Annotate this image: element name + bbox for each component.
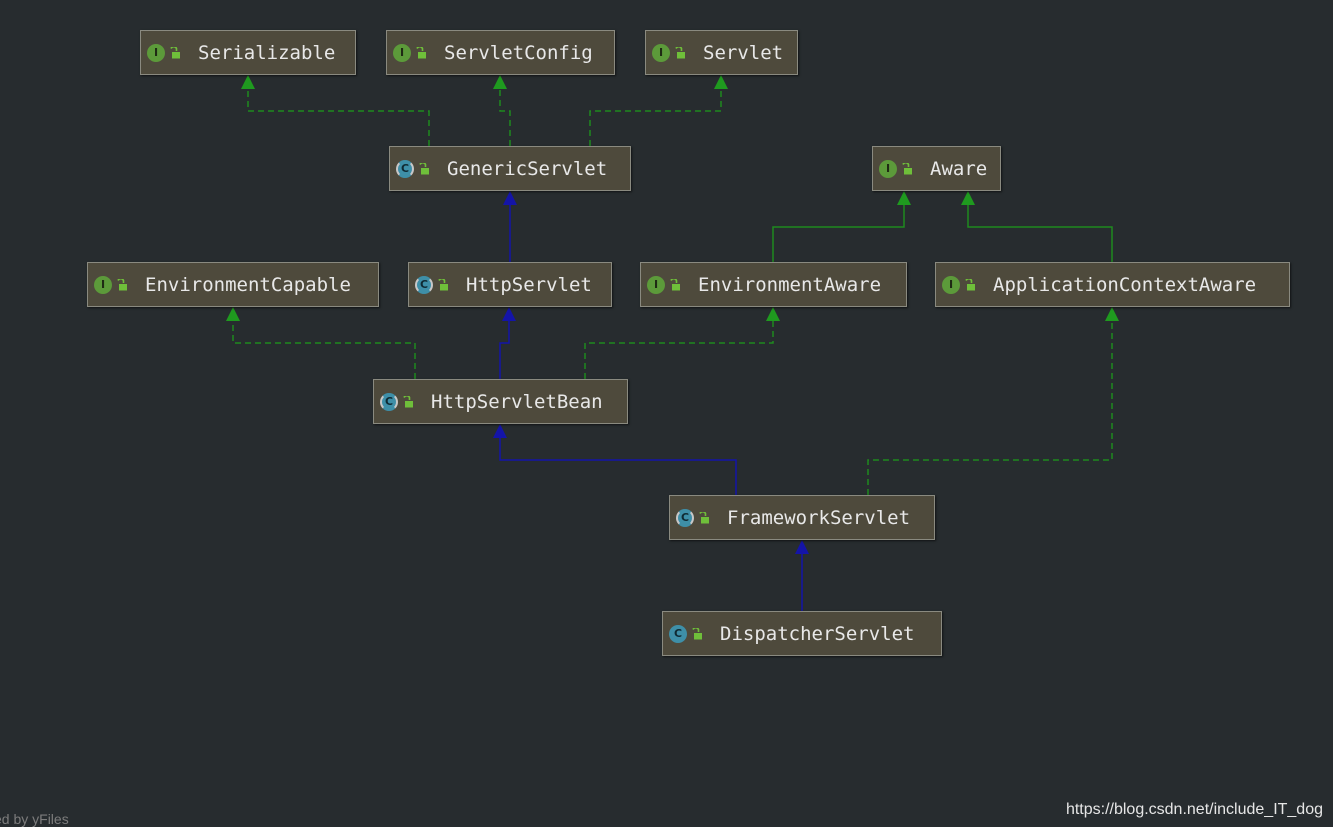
public-unlock-icon bbox=[692, 627, 702, 639]
node-aware[interactable]: I Aware bbox=[872, 146, 1001, 191]
node-label: HttpServletBean bbox=[431, 390, 603, 413]
interface-icon: I bbox=[147, 43, 165, 62]
node-label: Servlet bbox=[703, 41, 784, 64]
edge-arrowhead bbox=[1105, 307, 1119, 321]
node-frameworkservlet[interactable]: C FrameworkServlet bbox=[669, 495, 935, 540]
edge-arrowhead bbox=[493, 75, 507, 89]
public-unlock-icon bbox=[699, 511, 709, 523]
edge-arrowhead bbox=[961, 191, 975, 205]
node-httpservletbean[interactable]: C HttpServletBean bbox=[373, 379, 628, 424]
watermark-url: https://blog.csdn.net/include_IT_dog bbox=[1065, 801, 1323, 818]
abstract-class-icon: C bbox=[396, 159, 414, 178]
node-environmentaware[interactable]: I EnvironmentAware bbox=[640, 262, 907, 307]
edge-httpservletbean-to-environmentcapable bbox=[226, 307, 416, 379]
edge-httpservletbean-to-environmentaware bbox=[584, 307, 780, 379]
edge-line bbox=[589, 87, 722, 146]
public-unlock-icon bbox=[438, 278, 448, 290]
node-servletconfig[interactable]: I ServletConfig bbox=[386, 30, 615, 75]
edge-environmentaware-to-aware bbox=[772, 191, 911, 262]
edge-line bbox=[867, 319, 1113, 495]
interface-icon: I bbox=[393, 43, 411, 62]
node-label: EnvironmentCapable bbox=[145, 273, 351, 296]
node-applicationcontextaware[interactable]: I ApplicationContextAware bbox=[935, 262, 1290, 307]
edge-arrowhead bbox=[897, 191, 911, 205]
edge-frameworkservlet-to-httpservletbean bbox=[493, 424, 737, 495]
node-label: GenericServlet bbox=[447, 157, 608, 180]
edge-arrowhead bbox=[502, 307, 516, 321]
edge-line bbox=[584, 319, 774, 379]
public-unlock-icon bbox=[403, 395, 413, 407]
interface-icon: I bbox=[94, 275, 112, 294]
edge-genericservlet-to-servletconfig bbox=[493, 75, 511, 146]
public-unlock-icon bbox=[170, 46, 180, 58]
edge-arrowhead bbox=[766, 307, 780, 321]
edge-httpservlet-to-genericservlet bbox=[503, 191, 517, 262]
interface-icon: I bbox=[652, 43, 670, 62]
public-unlock-icon bbox=[675, 46, 685, 58]
edge-httpservletbean-to-httpservlet bbox=[499, 307, 516, 379]
node-label: HttpServlet bbox=[466, 273, 592, 296]
abstract-class-icon: C bbox=[415, 275, 433, 294]
edge-arrowhead bbox=[795, 540, 809, 554]
edge-applicationcontextaware-to-aware bbox=[961, 191, 1113, 262]
edge-frameworkservlet-to-applicationcontextaware bbox=[867, 307, 1119, 495]
edge-arrowhead bbox=[493, 424, 507, 438]
public-unlock-icon bbox=[670, 278, 680, 290]
public-unlock-icon bbox=[419, 162, 429, 174]
public-unlock-icon bbox=[965, 278, 975, 290]
public-unlock-icon bbox=[416, 46, 426, 58]
yfiles-credit: ed by yFiles bbox=[0, 811, 69, 827]
node-label: Aware bbox=[930, 157, 988, 180]
edge-line bbox=[232, 319, 416, 379]
abstract-class-icon: C bbox=[380, 392, 398, 411]
edge-line bbox=[772, 203, 905, 262]
node-servlet[interactable]: I Servlet bbox=[645, 30, 798, 75]
node-genericservlet[interactable]: C GenericServlet bbox=[389, 146, 631, 191]
node-label: EnvironmentAware bbox=[698, 273, 882, 296]
node-environmentcapable[interactable]: I EnvironmentCapable bbox=[87, 262, 379, 307]
edge-arrowhead bbox=[503, 191, 517, 205]
edge-line bbox=[247, 87, 430, 146]
interface-icon: I bbox=[879, 159, 897, 178]
edge-genericservlet-to-serializable bbox=[241, 75, 430, 146]
interface-icon: I bbox=[647, 275, 665, 294]
node-label: FrameworkServlet bbox=[727, 506, 911, 529]
node-dispatcherservlet[interactable]: C DispatcherServlet bbox=[662, 611, 942, 656]
edge-arrowhead bbox=[714, 75, 728, 89]
node-httpservlet[interactable]: C HttpServlet bbox=[408, 262, 612, 307]
public-unlock-icon bbox=[117, 278, 127, 290]
node-label: ServletConfig bbox=[444, 41, 593, 64]
node-serializable[interactable]: I Serializable bbox=[140, 30, 356, 75]
interface-icon: I bbox=[942, 275, 960, 294]
edge-line bbox=[499, 319, 510, 379]
edge-line bbox=[499, 87, 511, 146]
edge-line bbox=[967, 203, 1113, 262]
edge-arrowhead bbox=[241, 75, 255, 89]
edge-genericservlet-to-servlet bbox=[589, 75, 728, 146]
edge-arrowhead bbox=[226, 307, 240, 321]
abstract-class-icon: C bbox=[676, 508, 694, 527]
edge-line bbox=[499, 436, 737, 495]
public-unlock-icon bbox=[902, 162, 912, 174]
node-label: Serializable bbox=[198, 41, 336, 64]
node-label: DispatcherServlet bbox=[720, 622, 915, 645]
edge-dispatcherservlet-to-frameworkservlet bbox=[795, 540, 809, 611]
node-label: ApplicationContextAware bbox=[993, 273, 1257, 296]
class-icon: C bbox=[669, 624, 687, 643]
